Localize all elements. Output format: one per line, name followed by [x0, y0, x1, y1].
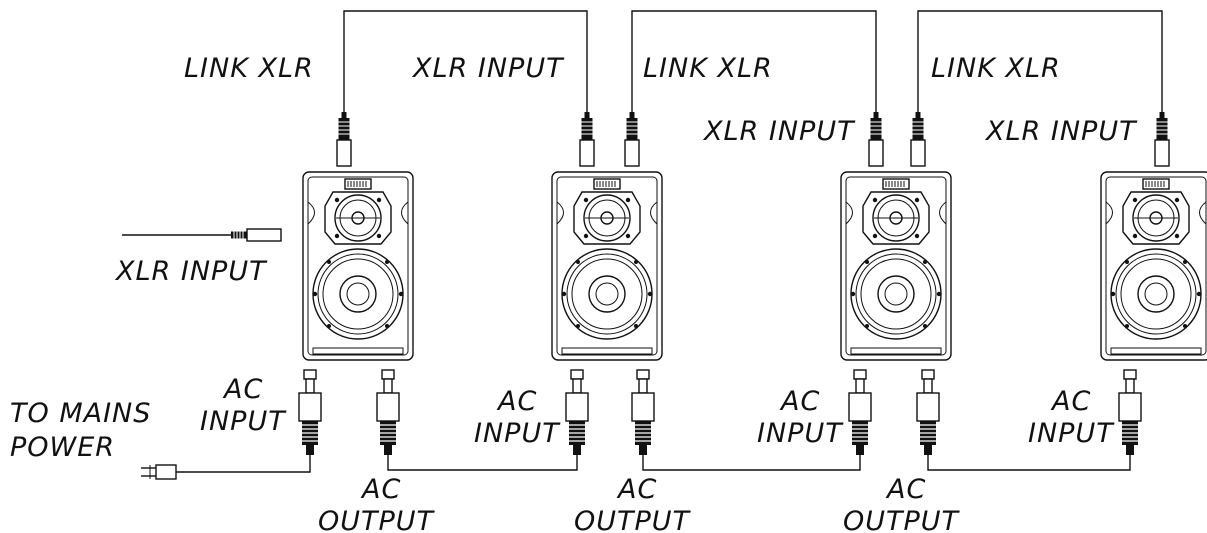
label-ac-input-2-top: AC	[496, 386, 537, 417]
label-ac-input-3-top: AC	[779, 386, 820, 417]
mains-power-cable	[176, 460, 311, 473]
ac-input-connector-2	[565, 369, 589, 461]
mains-plug-icon	[141, 464, 177, 480]
ac-output-connector-3	[916, 369, 940, 461]
link-xlr-plug-1	[336, 109, 352, 167]
link-cable-1-2	[343, 10, 588, 110]
ac-link-cable-2-3	[642, 460, 861, 471]
label-link-xlr-3: LINK XLR	[931, 53, 1061, 84]
label-ac-input-3-bottom: INPUT	[757, 418, 844, 449]
label-xlr-input-3: XLR INPUT	[702, 116, 856, 147]
label-xlr-input-1: XLR INPUT	[114, 256, 268, 287]
ac-input-connector-4	[1118, 369, 1142, 461]
xlr-input-plug-2	[579, 109, 595, 167]
ac-input-connector-3	[848, 369, 872, 461]
ac-link-cable-3-4	[927, 460, 1131, 471]
xlr-input-plug-4	[1154, 109, 1170, 167]
label-ac-input-2-bottom: INPUT	[474, 418, 561, 449]
label-link-xlr-1: LINK XLR	[184, 53, 314, 84]
label-ac-output-3-bottom: OUTPUT	[843, 506, 961, 533]
ac-link-cable-1-2	[387, 460, 578, 471]
label-ac-input-4-top: AC	[1050, 386, 1091, 417]
link-xlr-plug-2	[624, 109, 640, 167]
label-link-xlr-2: LINK XLR	[643, 53, 773, 84]
ac-input-connector-1	[298, 369, 322, 461]
label-ac-output-1-top: AC	[360, 474, 401, 505]
label-mains-line2: POWER	[10, 432, 115, 463]
speaker-cabinet-4	[1100, 171, 1207, 361]
ac-output-connector-1	[376, 369, 400, 461]
ac-output-connector-2	[631, 369, 655, 461]
label-ac-output-2-top: AC	[616, 474, 657, 505]
speaker-cabinet-3	[840, 171, 952, 361]
label-ac-input-1-top: AC	[222, 374, 263, 405]
label-ac-input-1-bottom: INPUT	[200, 406, 287, 437]
label-mains-line1: TO MAINS	[10, 398, 151, 429]
label-ac-input-4-bottom: INPUT	[1028, 418, 1115, 449]
xlr-input-plug-3	[868, 109, 884, 167]
label-ac-output-2-bottom: OUTPUT	[574, 506, 692, 533]
label-ac-output-1-bottom: OUTPUT	[318, 506, 436, 533]
label-ac-output-3-top: AC	[885, 474, 926, 505]
speaker-cabinet-1	[302, 171, 414, 361]
label-xlr-input-4: XLR INPUT	[984, 116, 1138, 147]
label-xlr-input-2: XLR INPUT	[411, 53, 565, 84]
speaker-cabinet-2	[551, 171, 663, 361]
xlr-input-plug-1	[230, 228, 282, 242]
link-cable-2-3	[631, 10, 877, 110]
link-cable-3-4	[917, 10, 1163, 110]
link-xlr-plug-3	[910, 109, 926, 167]
